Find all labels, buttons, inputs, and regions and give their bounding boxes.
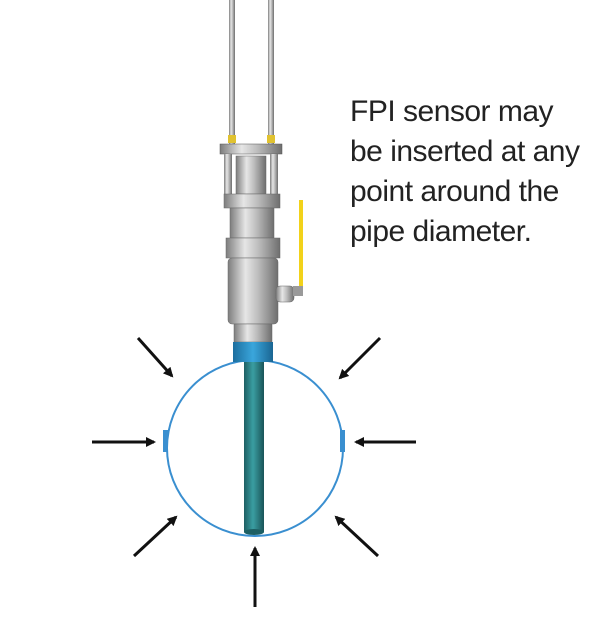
pipe-port-left [163,430,168,452]
fpi-sensor-assembly [219,0,303,535]
mount-collar [233,342,273,362]
arrow-bottom-right [334,515,380,558]
valve-handle [299,200,303,292]
caption-line-4: pipe diameter. [350,215,532,248]
caption-line-2: be inserted at any [350,135,580,168]
ball-valve-body [227,257,279,325]
caption-line-1: FPI sensor may [350,95,554,128]
caption-line-3: point around the [350,175,559,208]
packing-gland [235,155,267,195]
arrow-top-right [338,336,382,380]
guide-rod-left [229,0,235,150]
caption: FPI sensor may be inserted at any point … [350,92,600,252]
guide-rod-right [268,0,274,150]
pipe-port-right [340,430,345,452]
arrow-bottom-left [132,515,178,558]
arrow-top-left [136,336,174,378]
fpi-probe [244,362,264,532]
clamp-plate [219,143,283,155]
